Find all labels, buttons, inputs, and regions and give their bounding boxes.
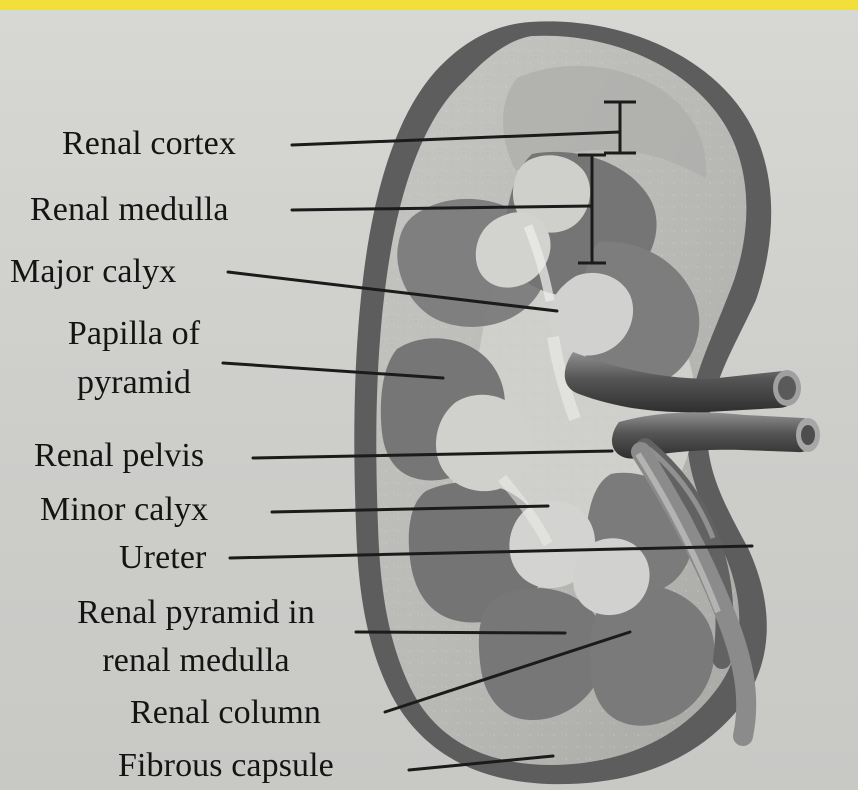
label-papilla-line-1: Papilla of bbox=[50, 316, 218, 352]
label-renal-medulla: Renal medulla bbox=[30, 192, 229, 228]
label-ureter: Ureter bbox=[119, 540, 206, 576]
label-renal-cortex: Renal cortex bbox=[62, 126, 236, 162]
label-renal-pelvis: Renal pelvis bbox=[34, 438, 204, 474]
label-papilla-line-2: pyramid bbox=[50, 365, 218, 401]
label-renal-column: Renal column bbox=[130, 695, 321, 731]
label-renal-pyramid-line-2: renal medulla bbox=[36, 643, 356, 679]
label-fibrous-capsule: Fibrous capsule bbox=[118, 748, 334, 784]
calyx-4 bbox=[436, 395, 532, 491]
label-minor-calyx: Minor calyx bbox=[40, 492, 208, 528]
leader-renal-pyramid bbox=[356, 632, 565, 633]
label-renal-pyramid-line-1: Renal pyramid in bbox=[36, 595, 356, 631]
label-major-calyx: Major calyx bbox=[10, 254, 176, 290]
